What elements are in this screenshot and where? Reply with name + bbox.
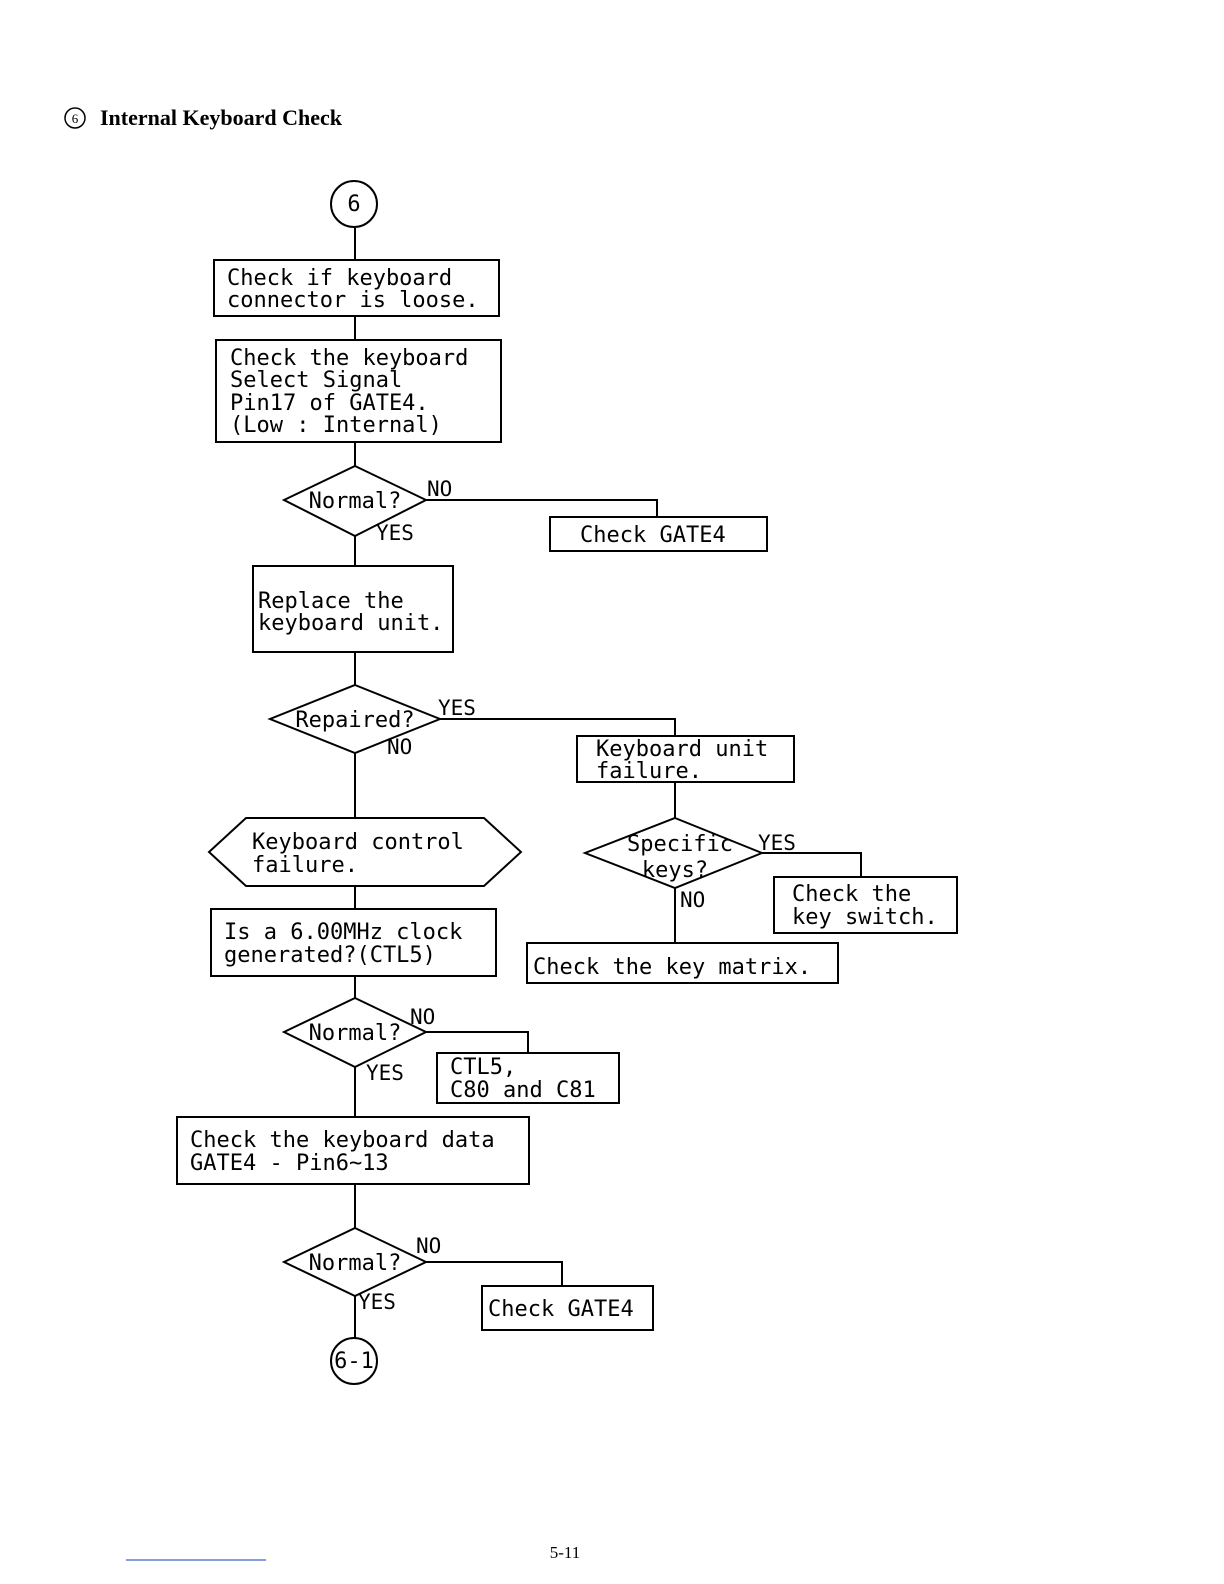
box-line: connector is loose. [227, 288, 479, 313]
box-check-key-switch: Check the key switch. [773, 876, 958, 934]
box-line: Check if keyboard [227, 266, 452, 291]
branch-no-label: NO [416, 1234, 441, 1258]
box-clock-check: Is a 6.00MHz clock generated?(CTL5) [210, 908, 497, 977]
box-line: Check the keyboard data [190, 1128, 495, 1153]
section-number: 6 [72, 111, 79, 126]
box-line: Keyboard control [252, 830, 464, 855]
start-connector-circle [330, 180, 378, 228]
box-line: Check GATE4 [488, 1297, 634, 1322]
page-number: 5-11 [550, 1543, 581, 1562]
branch-yes-label: YES [366, 1061, 404, 1085]
branch-yes-label: YES [358, 1290, 396, 1314]
branch-no-label: NO [427, 477, 452, 501]
box-line: key switch. [792, 905, 938, 930]
box-check-connector: Check if keyboard connector is loose. [213, 259, 500, 317]
branch-yes-label: YES [376, 521, 414, 545]
branch-yes-label: YES [438, 696, 476, 720]
page-title: Internal Keyboard Check [100, 105, 343, 130]
box-ctl5-parts: CTL5, C80 and C81 [436, 1052, 620, 1104]
box-line: failure. [252, 853, 358, 878]
end-connector-label: 6-1 [334, 1349, 374, 1374]
box-check-key-matrix: Check the key matrix. [526, 942, 839, 984]
start-connector: 6 [330, 180, 378, 228]
branch-no-label: NO [387, 735, 412, 759]
branch-yes-label: YES [758, 831, 796, 855]
decision-label: Normal? [309, 1251, 402, 1276]
decision-label: Repaired? [295, 708, 414, 733]
branch-no-label: NO [410, 1005, 435, 1029]
decision-repaired: Repaired? YES NO [267, 683, 476, 759]
box-line: generated?(CTL5) [224, 943, 436, 968]
decision-label: Specific [627, 832, 733, 857]
box-replace-keyboard: Replace the keyboard unit. [252, 565, 454, 653]
box-line: Keyboard unit [596, 737, 768, 762]
box-check-keyboard-data: Check the keyboard data GATE4 - Pin6~13 [176, 1116, 530, 1185]
decision-normal-1: Normal? NO YES [281, 464, 452, 545]
end-connector-circle [330, 1337, 378, 1385]
box-line: Is a 6.00MHz clock [224, 920, 462, 945]
section-number-circle [64, 107, 86, 129]
box-keyboard-control-failure: Keyboard control failure. [207, 817, 523, 887]
decision-specific-keys: Specific keys? YES NO [582, 816, 796, 912]
box-line: Check the [792, 882, 911, 907]
box-line: GATE4 - Pin6~13 [190, 1151, 389, 1176]
start-connector-label: 6 [347, 192, 360, 217]
box-line: Check the key matrix. [533, 955, 811, 980]
box-line: (Low : Internal) [230, 413, 442, 438]
box-line: Pin17 of GATE4. [230, 391, 429, 416]
box-check-select-signal: Check the keyboard Select Signal Pin17 o… [215, 339, 502, 443]
decision-label: Normal? [309, 489, 402, 514]
box-line: Check the keyboard [230, 346, 468, 371]
branch-no-label: NO [680, 888, 705, 912]
box-line: Check GATE4 [580, 523, 726, 548]
decision-label: keys? [642, 858, 708, 883]
box-line: failure. [596, 759, 702, 784]
decision-normal-3: Normal? NO YES [281, 1226, 441, 1314]
decision-label: Normal? [309, 1021, 402, 1046]
section-header: 6 Internal Keyboard Check [64, 105, 343, 130]
box-check-gate4-a: Check GATE4 [549, 516, 768, 552]
box-line: Select Signal [230, 368, 402, 393]
box-check-gate4-b: Check GATE4 [481, 1285, 654, 1331]
box-line: keyboard unit. [258, 611, 443, 636]
box-keyboard-unit-failure: Keyboard unit failure. [576, 735, 795, 784]
box-line: CTL5, [450, 1055, 516, 1080]
decision-normal-2: Normal? NO YES [281, 996, 435, 1085]
box-line: Replace the [258, 589, 404, 614]
flow-lines [354, 228, 862, 1339]
box-line: C80 and C81 [450, 1078, 596, 1103]
end-connector: 6-1 [330, 1337, 378, 1385]
